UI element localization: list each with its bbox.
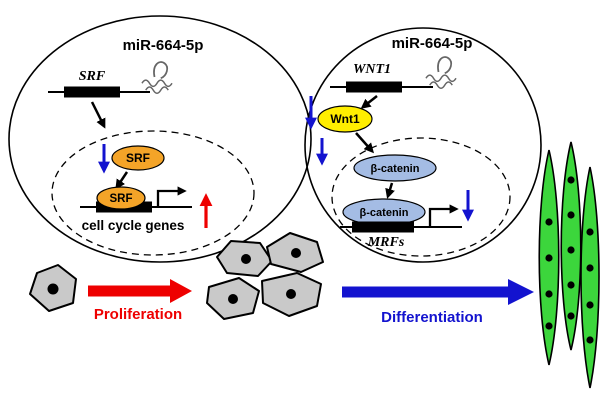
myotube-nucleus-dot: [567, 246, 575, 254]
nucleus-dot: [291, 248, 301, 258]
right-cell-membrane: [304, 27, 542, 263]
myotube-group: [538, 141, 600, 389]
nucleus-dot: [241, 254, 251, 264]
myotube-nucleus-dot: [567, 281, 575, 289]
mrfs-label: MRFs: [367, 235, 405, 250]
srf-nuclear-ellipse: [96, 186, 146, 210]
myotube-nucleus-dot: [586, 264, 594, 272]
transcription-arrow-left: [156, 186, 187, 207]
mrfs-gene-box: [352, 221, 414, 233]
bcatenin-ellipse: [353, 154, 437, 182]
cell-cycle-genes-label: cell cycle genes: [82, 218, 185, 233]
myotube-nucleus-dot: [567, 211, 575, 219]
srf-protein-ellipse: [111, 145, 165, 171]
myotube-nucleus-dot: [545, 254, 553, 262]
myotube-nucleus-dot: [586, 336, 594, 344]
wnt1-translation-arrow: [360, 95, 378, 109]
proliferation-label: Proliferation: [94, 306, 182, 323]
mirna-label-left: miR-664-5p: [123, 37, 204, 54]
myotube-2: [560, 141, 582, 351]
wnt1-to-bcatenin-arrow: [355, 132, 374, 154]
nucleus-dot: [228, 294, 238, 304]
wnt1-gene-box: [346, 81, 402, 93]
nucleus-dot: [286, 289, 296, 299]
myotube-nucleus-dot: [586, 228, 594, 236]
wnt1-gene-label: WNT1: [353, 62, 391, 77]
wnt1-protein-ellipse: [317, 105, 373, 133]
proliferating-cell-cluster: [206, 232, 324, 320]
mirna-label-right: miR-664-5p: [392, 35, 473, 52]
left-cell-membrane: [8, 15, 312, 263]
transcription-arrow-right: [428, 204, 459, 227]
bcatenin-nuclear-label: β-catenin: [360, 207, 409, 219]
myotube-nucleus-dot: [567, 176, 575, 184]
differentiation-label: Differentiation: [381, 309, 483, 326]
myotube-3: [580, 166, 600, 389]
srf-gene-label: SRF: [79, 69, 106, 84]
srf-gene-box: [64, 86, 120, 98]
wnt1-protein-label: Wnt1: [330, 112, 360, 126]
right-nucleus: [331, 137, 511, 257]
myoblast-cell: [29, 264, 77, 312]
mirna-hairpin-icon: [141, 61, 173, 95]
left-nucleus: [51, 130, 255, 256]
proliferation-arrow: [88, 279, 192, 303]
myotube-nucleus-dot: [567, 312, 575, 320]
nucleus-dot: [47, 283, 59, 295]
mirna-hairpin-icon-right: [425, 56, 457, 90]
srf-nuclear-label: SRF: [110, 193, 133, 205]
bcatenin-nuclear-entry-arrow: [385, 182, 395, 199]
srf-to-nucleus-arrow: [90, 101, 106, 129]
bcatenin-label: β-catenin: [371, 163, 420, 175]
myotube-nucleus-dot: [545, 290, 553, 298]
srf-protein-label: SRF: [126, 151, 150, 165]
differentiation-arrow: [342, 279, 534, 305]
myotube-nucleus-dot: [545, 218, 553, 226]
myotube-nucleus-dot: [545, 322, 553, 330]
srf-binding-arrow: [115, 171, 129, 190]
myotube-nucleus-dot: [586, 301, 594, 309]
